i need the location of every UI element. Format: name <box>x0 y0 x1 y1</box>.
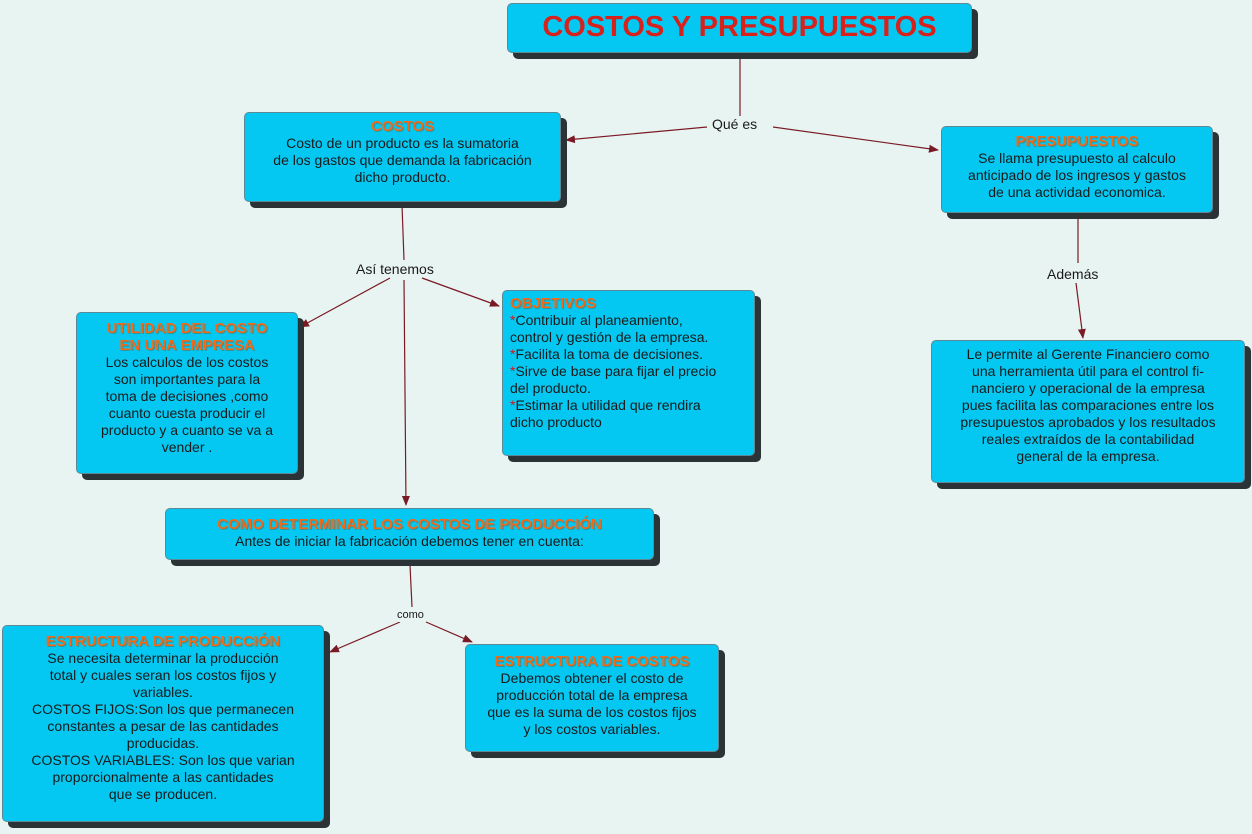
costos-node[interactable]: COSTOS Costo de un producto es la sumato… <box>244 112 561 202</box>
utilidad-title: UTILIDAD DEL COSTO EN UNA EMPRESA <box>106 320 268 354</box>
link-label-ademas: Además <box>1045 266 1101 282</box>
arrow-to-utilidad <box>299 277 391 328</box>
arrow-to-objetivos <box>421 277 500 307</box>
costos-body: Costo de un producto es la sumatoria de … <box>273 135 532 185</box>
utilidad-node[interactable]: UTILIDAD DEL COSTO EN UNA EMPRESA Los ca… <box>76 312 298 474</box>
presupuestos-node[interactable]: PRESUPUESTOS Se llama presupuesto al cal… <box>941 126 1213 213</box>
determinar-title: COMO DETERMINAR LOS COSTOS DE PRODUCCIÓN <box>217 516 602 533</box>
arrow-to-estructura-costos <box>425 621 473 643</box>
estructura-costos-body: Debemos obtener el costo de producción t… <box>487 670 697 737</box>
presupuestos-title: PRESUPUESTOS <box>1015 133 1139 150</box>
arrow-to-determinar <box>401 279 410 506</box>
bullet-star: * <box>510 346 516 362</box>
presupuestos-detail-body: Le permite al Gerente Financiero como un… <box>960 346 1216 464</box>
presupuestos-detail-node[interactable]: Le permite al Gerente Financiero como un… <box>931 340 1245 483</box>
objetivos-title: OBJETIVOS <box>510 295 596 312</box>
costos-title: COSTOS <box>370 118 435 135</box>
link-costos-to-asi-tenemos <box>401 204 405 261</box>
presupuestos-body: Se llama presupuesto al calculo anticipa… <box>968 150 1186 200</box>
determinar-body: Antes de iniciar la fabricación debemos … <box>235 533 584 549</box>
estructura-produccion-node[interactable]: ESTRUCTURA DE PRODUCCIÓN Se necesita det… <box>2 625 324 822</box>
objetivo-item-4: *Estimar la utilidad que rendira dicho p… <box>510 397 701 430</box>
estructura-costos-title: ESTRUCTURA DE COSTOS <box>494 653 690 670</box>
link-label-asi-tenemos: Así tenemos <box>354 261 436 277</box>
connector-lines <box>299 58 1086 653</box>
estructura-costos-node[interactable]: ESTRUCTURA DE COSTOS Debemos obtener el … <box>465 644 719 752</box>
root-title: COSTOS Y PRESUPUESTOS <box>542 11 937 43</box>
estructura-produccion-body: Se necesita determinar la producción tot… <box>31 650 295 802</box>
bullet-star: * <box>510 363 516 379</box>
estructura-produccion-title: ESTRUCTURA DE PRODUCCIÓN <box>45 633 281 650</box>
determinar-node[interactable]: COMO DETERMINAR LOS COSTOS DE PRODUCCIÓN… <box>165 508 654 560</box>
objetivo-item-1: *Contribuir al planeamiento, control y g… <box>510 312 709 345</box>
link-label-como: como <box>395 609 426 622</box>
objetivo-item-3: *Sirve de base para fijar el precio del … <box>510 363 717 396</box>
link-label-que-es: Qué es <box>710 116 760 132</box>
bullet-star: * <box>510 397 516 413</box>
arrow-to-estructura-produccion <box>329 621 401 653</box>
root-node[interactable]: COSTOS Y PRESUPUESTOS <box>507 3 972 53</box>
bullet-star: * <box>510 312 516 328</box>
utilidad-body: Los calculos de los costos son important… <box>101 354 273 455</box>
objetivos-node[interactable]: OBJETIVOS *Contribuir al planeamiento, c… <box>502 290 755 456</box>
link-determinar-to-como <box>409 564 413 608</box>
arrow-to-presupuestos <box>772 126 939 153</box>
arrow-to-presupuestos-detail <box>1075 282 1086 339</box>
arrow-to-costos <box>565 126 708 144</box>
objetivo-item-2: *Facilita la toma de decisiones. <box>510 346 703 362</box>
